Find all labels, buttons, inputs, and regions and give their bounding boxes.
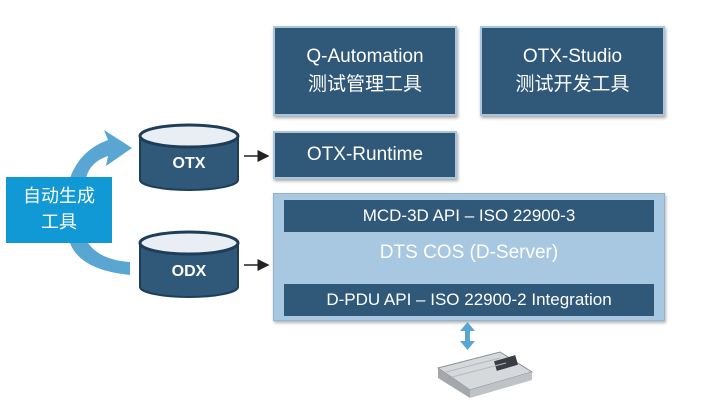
q-automation-subtitle: 测试管理工具 — [307, 73, 422, 95]
dts-cos-title: DTS COS (D-Server) — [379, 242, 559, 263]
otx-runtime-box: OTX-Runtime — [273, 131, 457, 179]
q-automation-title: Q-Automation — [306, 46, 424, 67]
otx-studio-title: OTX-Studio — [522, 46, 623, 67]
arrow-to-odx-icon — [70, 243, 130, 275]
dts-cos-panel: MCD-3D API – ISO 22900-3 DTS COS (D-Serv… — [273, 193, 665, 321]
odx-database-icon — [138, 230, 240, 298]
otx-database-icon — [138, 123, 240, 191]
otx-studio-box: OTX-Studio 测试开发工具 — [480, 26, 665, 116]
ecu-device-icon — [436, 351, 534, 398]
d-pdu-api-band: D-PDU API – ISO 22900-2 Integration — [284, 284, 654, 316]
odx-label: ODX — [172, 263, 207, 280]
otx-studio-subtitle: 测试开发工具 — [515, 73, 630, 95]
auto-generation-tool-box: 自动生成 工具 — [6, 177, 112, 243]
otx-runtime-title: OTX-Runtime — [306, 144, 424, 165]
double-arrow-icon — [460, 322, 475, 350]
generator-label-line2: 工具 — [41, 212, 77, 233]
arrow-to-otx-icon — [70, 130, 132, 178]
mcd-3d-api-band: MCD-3D API – ISO 22900-3 — [284, 200, 654, 232]
q-automation-box: Q-Automation 测试管理工具 — [273, 26, 457, 116]
generator-label-line1: 自动生成 — [23, 186, 95, 207]
otx-label: OTX — [173, 155, 206, 172]
